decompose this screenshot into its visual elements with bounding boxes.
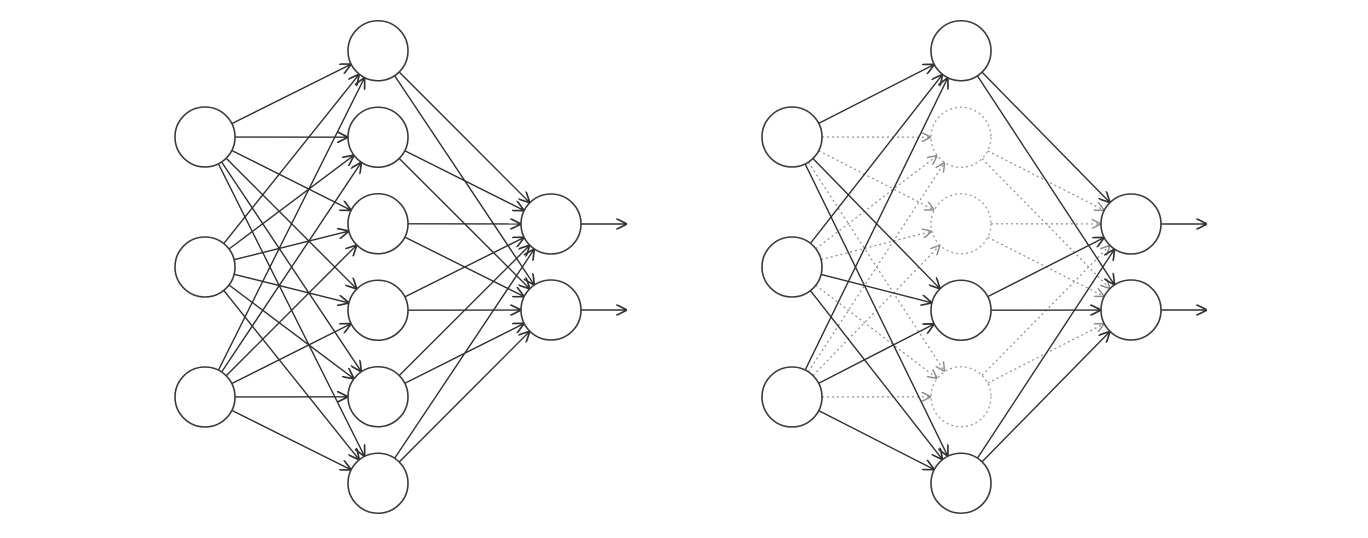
dropout-network-edge-l0-1-to-1-dropped (815, 156, 937, 250)
standard-network-edge-l0-1-to-4 (228, 284, 353, 378)
standard-network-output-node-1 (520, 279, 582, 341)
dropout-network-hidden-node-5 (930, 452, 992, 515)
dropout-network-output-node-1 (1100, 279, 1162, 341)
standard-network-edge-l1-1-to-0 (404, 150, 523, 210)
dropout-network-edge-l0-1-to-3 (820, 273, 931, 302)
standard-network-edge-l0-2-to-2 (225, 246, 356, 377)
standard-network-edge-l0-2-to-5 (231, 409, 350, 469)
standard-network-edge-l1-5-to-0 (394, 250, 534, 459)
standard-network-edge-l0-1-to-3 (233, 273, 348, 302)
dropout-network-edge-l1-4-to-1-dropped (987, 324, 1104, 384)
dropout-network-edge-l0-2-to-3 (818, 324, 934, 384)
standard-network-hidden-node-3 (347, 279, 409, 342)
standard-network-hidden-node-4 (347, 365, 409, 428)
dropout-network-edge-l0-2-to-1-dropped (807, 163, 944, 373)
dropout-network-edge-l1-5-to-0 (976, 250, 1114, 459)
standard-network-edge-l0-2-to-1 (221, 163, 361, 373)
standard-network-edge-l0-0-to-0 (231, 65, 350, 125)
standard-network-edge-l1-0-to-0 (398, 71, 529, 202)
dropout-network-edge-l1-3-to-0 (987, 238, 1104, 298)
standard-network-edge-l1-5-to-1 (398, 332, 529, 463)
standard-network-hidden-node-2 (347, 192, 409, 255)
standard-network-edge-l0-1-to-0 (223, 75, 359, 245)
dropout-network-hidden-node-0 (930, 19, 992, 82)
standard-network-input-node-2 (174, 366, 236, 428)
standard-network-edge-l0-1-to-5 (223, 289, 359, 459)
standard-network-output-node-0 (520, 193, 582, 255)
standard-network-edge-l0-2-to-3 (231, 324, 350, 385)
standard-network-hidden-node-0 (347, 19, 409, 82)
nodes-layer (174, 19, 1162, 515)
standard-network-edge-l0-2-to-0 (217, 78, 364, 371)
dropout-network-output-node-0 (1100, 193, 1162, 255)
dropout-network-edge-l1-1-to-0-dropped (987, 150, 1104, 210)
standard-network-edge-l0-1-to-2 (233, 231, 348, 261)
dropout-network-hidden-node-1-dropped (930, 106, 992, 168)
edges-layer (217, 65, 1206, 470)
dropout-network-input-node-0 (761, 106, 823, 168)
dropout-network-hidden-node-2-dropped (930, 193, 992, 255)
dropout-network-edge-l0-0-to-2-dropped (818, 150, 934, 210)
dropout-network-edge-l1-0-to-1 (976, 75, 1114, 284)
dropout-network-hidden-node-4-dropped (930, 366, 992, 428)
dropout-network-hidden-node-3 (930, 279, 992, 342)
standard-network-edge-l0-1-to-1 (228, 156, 353, 250)
dropout-network-edge-l1-0-to-0 (981, 71, 1109, 202)
dropout-network-input-node-1 (761, 236, 823, 298)
standard-network-hidden-node-5 (347, 452, 409, 515)
dropout-network-edge-l1-5-to-1 (981, 332, 1109, 463)
standard-network-edge-l0-0-to-2 (231, 149, 350, 209)
standard-network-edge-l1-4-to-0 (398, 246, 529, 377)
dropout-network-edge-l0-1-to-5 (809, 290, 941, 459)
dropout-network-edge-l1-1-to-1-dropped (981, 158, 1109, 288)
dropout-network-input-node-2 (761, 366, 823, 428)
dropout-network-edge-l0-0-to-0 (818, 65, 934, 124)
dropout-network-edge-l0-1-to-2-dropped (820, 231, 931, 261)
dropout-network-edge-l1-2-to-1-dropped (987, 236, 1104, 296)
dropout-network-edge-l0-0-to-5 (804, 163, 947, 455)
dropout-network-edge-l0-0-to-4-dropped (807, 161, 944, 371)
standard-network-input-node-0 (174, 106, 236, 168)
dropout-network-edge-l0-2-to-0 (804, 79, 947, 371)
standard-network-input-node-1 (174, 236, 236, 298)
standard-network-edge-l1-3-to-0 (404, 238, 523, 298)
dropout-network-edge-l0-1-to-0 (809, 75, 941, 244)
dropout-network-edge-l0-1-to-4-dropped (815, 284, 937, 378)
standard-network-hidden-node-1 (347, 106, 409, 169)
dropout-network-edge-l0-2-to-5 (818, 410, 934, 470)
